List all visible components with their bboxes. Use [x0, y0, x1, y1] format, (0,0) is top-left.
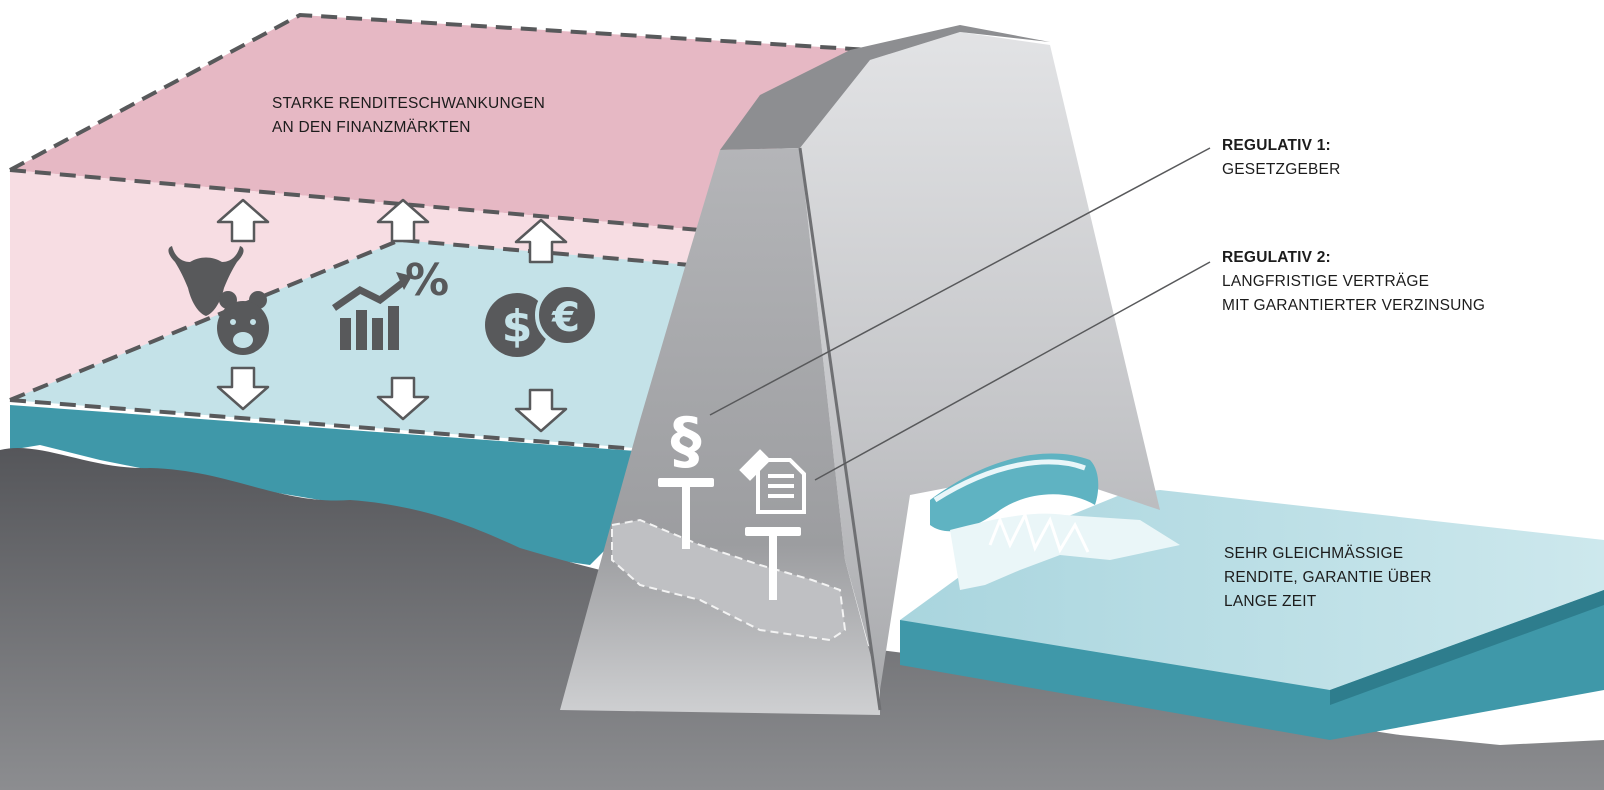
regulativ-2-text-line2: MIT GARANTIERTER VERZINSUNG: [1222, 294, 1485, 318]
regulativ-2-text-line1: LANGFRISTIGE VERTRÄGE: [1222, 270, 1485, 294]
regulativ-1-title: REGULATIV 1:: [1222, 134, 1340, 158]
svg-text:$: $: [502, 301, 533, 352]
euro-coin-icon: €: [537, 285, 597, 345]
regulativ-1-label: REGULATIV 1: GESETZGEBER: [1222, 134, 1340, 182]
regulativ-2-label: REGULATIV 2: LANGFRISTIGE VERTRÄGE MIT G…: [1222, 246, 1485, 318]
outflow-label: SEHR GLEICHMÄSSIGE RENDITE, GARANTIE ÜBE…: [1224, 542, 1432, 614]
paragraph-icon: §: [671, 404, 702, 477]
regulativ-1-text: GESETZGEBER: [1222, 158, 1340, 182]
volatility-label: STARKE RENDITESCHWANKUNGEN AN DEN FINANZ…: [272, 92, 545, 140]
outflow-label-line1: SEHR GLEICHMÄSSIGE: [1224, 542, 1432, 566]
outflow-label-line3: LANGE ZEIT: [1224, 590, 1432, 614]
volatility-label-line1: STARKE RENDITESCHWANKUNGEN: [272, 92, 545, 116]
percent-icon: %: [405, 255, 449, 306]
svg-text:€: €: [551, 295, 580, 341]
regulativ-2-title: REGULATIV 2:: [1222, 246, 1485, 270]
volatility-label-line2: AN DEN FINANZMÄRKTEN: [272, 116, 545, 140]
outflow-label-line2: RENDITE, GARANTIE ÜBER: [1224, 566, 1432, 590]
